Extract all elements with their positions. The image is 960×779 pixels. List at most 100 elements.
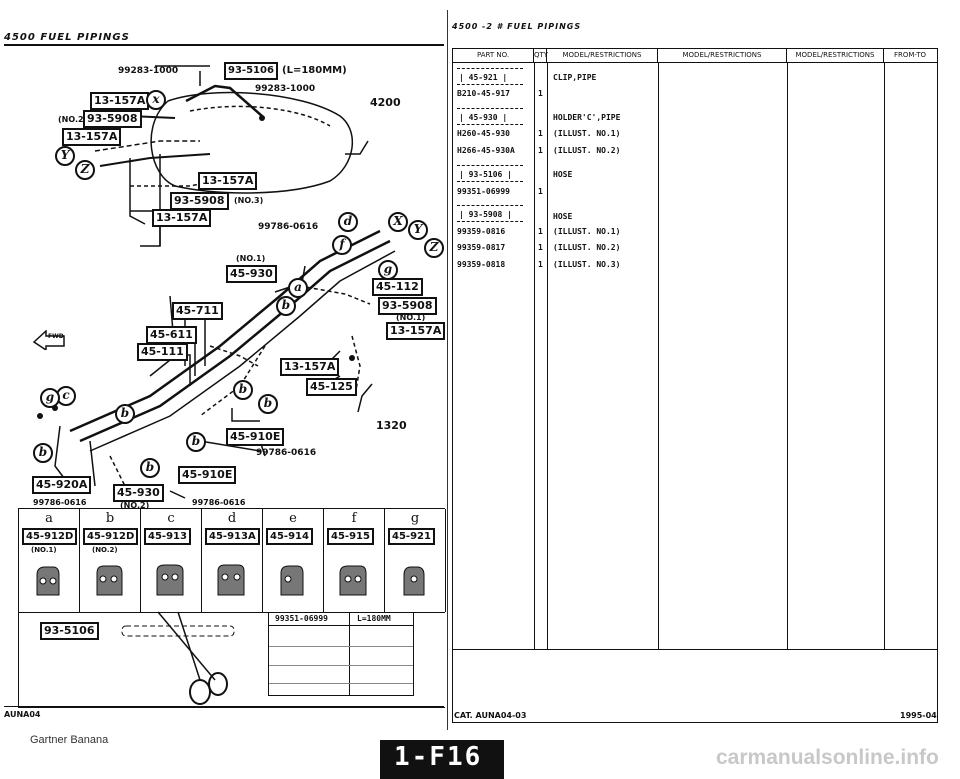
row-desc: (ILLUST. NO.2) [553,146,621,155]
row-qty: 1 [538,89,543,98]
clip-letter: f [351,511,357,526]
row-part: 99359-0817 [457,243,506,252]
callout-x-right: X [388,212,408,232]
clip-cell-a: a 45-912D (NO.1) [19,509,80,612]
length-l180mm-top: (L=180MM) [282,65,347,76]
clip-part: 45-913A [205,528,260,545]
box-93-5908-right: 93-5908 [378,297,437,315]
row-qty: 1 [538,129,543,138]
no1-right-label: (NO.1) [396,313,426,322]
table-header-rule [453,62,937,63]
callout-b-upper: b [276,296,296,316]
col-line [884,62,885,650]
right-page-header: 4500 -2 # FUEL PIPINGS [452,22,582,31]
right-footer-date: 1995-04 [900,711,937,720]
row-part: | 45-930 | [459,113,508,122]
callout-g: g [378,260,398,280]
table-bottom-rule [453,649,937,650]
col-model-1: MODEL/RESTRICTIONS [547,49,658,62]
group-sep [457,221,523,222]
fwd-label: FWD [48,333,64,340]
callout-b-low2: b [140,458,160,478]
callout-b-lower: b [186,432,206,452]
clip-icon [280,565,304,596]
page-number: 1-F16 [394,742,483,772]
watermark-right: carmanualsonline.info [716,746,939,769]
box-45-910e-2: 45-910E [178,466,237,484]
row-part: | 93-5908 | [459,210,512,219]
row-part: B210-45-917 [457,89,510,98]
row-desc: HOSE [553,170,573,179]
col-model-3: MODEL/RESTRICTIONS [787,49,884,62]
callout-d-top: d [338,212,358,232]
box-45-611: 45-611 [146,326,197,344]
no1-left-label: (NO.1) [236,254,266,263]
clip-note: (NO.2) [92,546,118,554]
clip-icon [339,565,367,596]
page-number-band [380,740,504,779]
col-line [787,62,788,650]
row-part: H260-45-930 [457,129,510,138]
box-13-157a-low: 13-157A [152,209,212,227]
clip-table: a 45-912D (NO.1) b 45-912D (NO.2) c 45-9… [18,508,446,613]
part-99786-0616-d: 99786-0616 [192,498,246,507]
dim-1320: 1320 [376,419,407,432]
box-93-5106-hose: 93-5106 [40,622,99,640]
clip-cell-b: b 45-912D (NO.2) [80,509,141,612]
box-93-5908-upper: 93-5908 [83,110,142,128]
parts-table: PART NO. QTY MODEL/RESTRICTIONS MODEL/RE… [452,48,938,723]
hose-spec-part: 99351-06999 [275,614,328,623]
clip-icon [217,564,245,596]
box-45-930: 45-930 [226,265,277,283]
callout-z-right: Z [424,238,444,258]
row-qty: 1 [538,187,543,196]
row-desc: CLIP,PIPE [553,73,597,82]
clip-letter: c [167,511,175,526]
clip-icon [156,564,184,596]
group-sep [457,124,523,125]
row-part: | 93-5106 | [459,170,512,179]
callout-f: f [332,235,352,255]
clip-icon [96,565,123,596]
callout-a-mid: a [288,278,308,298]
row-desc: (ILLUST. NO.1) [553,227,621,236]
box-45-920a: 45-920A [32,476,92,494]
callout-y-right: Y [408,220,428,240]
row-desc: (ILLUST. NO.1) [553,129,621,138]
callout-b-left: b [33,443,53,463]
box-45-112: 45-112 [372,278,423,296]
box-13-157a-upper-2: 13-157A [62,128,122,146]
row-part: H266-45-930A [457,146,515,155]
no2-low-label: (NO.2) [120,501,150,510]
clip-part: 45-914 [266,528,313,545]
callout-g-left: g [40,388,60,408]
group-sep [457,181,523,182]
col-model-2: MODEL/RESTRICTIONS [658,49,787,62]
box-13-157a-upper: 13-157A [90,92,150,110]
group-sep [457,68,523,69]
part-99283-1000-top: 99283-1000 [118,66,179,76]
clip-part: 45-912D [22,528,78,545]
no2-upper: (NO.2) [58,115,88,124]
box-13-157a-center: 13-157A [280,358,340,376]
col-line [534,62,535,650]
box-13-157a-right: 13-157A [386,322,446,340]
box-45-910e: 45-910E [226,428,285,446]
hose-spec-row1 [269,625,413,626]
hose-spec-table: 99351-06999 L=180MM [268,612,414,696]
clip-letter: a [45,511,53,526]
hose-spec-divider [349,613,350,695]
row-qty: 1 [538,243,543,252]
box-45-111: 45-111 [137,343,188,361]
row-part: | 45-921 | [459,73,508,82]
box-13-157a-mid: 13-157A [198,172,258,190]
group-sep [457,84,523,85]
clip-cell-d: d 45-913A [202,509,263,612]
row-part: 99351-06999 [457,187,510,196]
clip-letter: g [410,511,420,526]
left-page-header: 4500 FUEL PIPINGS [4,32,130,43]
col-part-no: PART NO. [453,49,534,62]
group-sep [457,108,523,109]
clip-letter: d [227,511,237,526]
clip-note: (NO.1) [31,546,57,554]
